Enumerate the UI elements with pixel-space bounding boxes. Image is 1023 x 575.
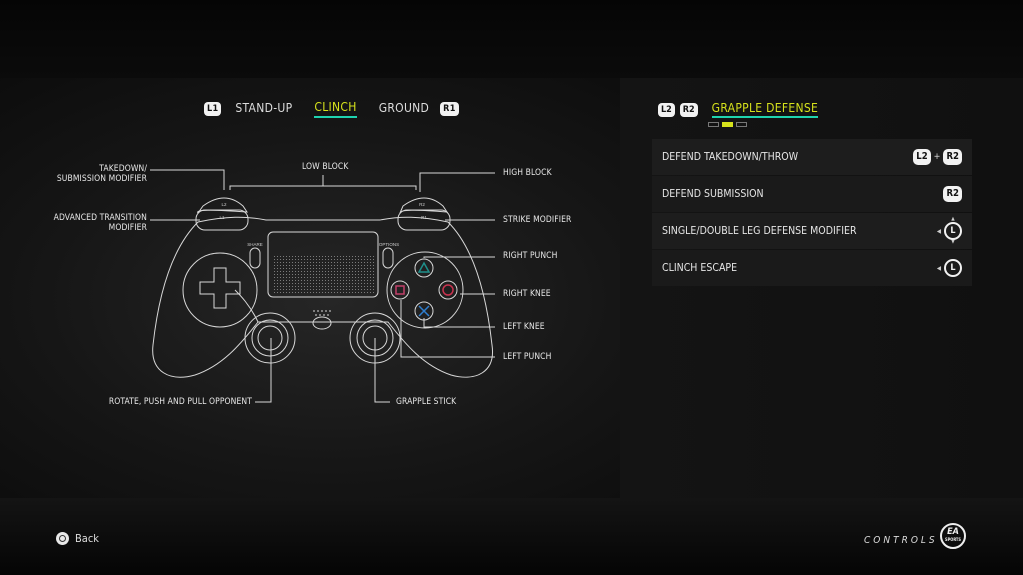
controller-body — [152, 197, 493, 378]
row-label: CLINCH ESCAPE — [662, 262, 738, 274]
l1-bumper — [195, 209, 249, 231]
list-item[interactable]: DEFEND TAKEDOWN/THROW L2 + R2 — [652, 139, 972, 175]
tab-ground[interactable]: GROUND — [378, 101, 430, 115]
back-button[interactable]: Back — [56, 532, 99, 545]
label-takedown: TAKEDOWN/ SUBMISSION MODIFIER — [56, 164, 147, 184]
label-low-block: LOW BLOCK — [302, 162, 349, 172]
r2-mark: R2 — [419, 202, 425, 207]
label-left-punch: LEFT PUNCH — [503, 352, 552, 362]
label-right-punch: RIGHT PUNCH — [503, 251, 558, 261]
cross-icon — [418, 305, 430, 317]
circle-button-icon — [56, 532, 69, 545]
l1-key-icon[interactable]: L1 — [204, 102, 222, 116]
l2-key-icon: L2 — [913, 149, 931, 165]
list-item[interactable]: DEFEND SUBMISSION R2 — [652, 176, 972, 212]
panel-header: L2 R2 GRAPPLE DEFENSE — [658, 101, 819, 118]
l2-key-icon[interactable]: L2 — [658, 102, 675, 117]
label-grapple-stick: GRAPPLE STICK — [396, 397, 457, 407]
face-ring — [386, 251, 464, 329]
page-indicator — [708, 122, 747, 127]
list-item[interactable]: CLINCH ESCAPE ◀ L — [652, 250, 972, 286]
dpad — [199, 267, 241, 309]
l1-mark: L1 — [219, 215, 225, 220]
r2-key-icon: R2 — [943, 149, 962, 165]
top-band — [0, 0, 1023, 78]
label-left-knee: LEFT KNEE — [503, 322, 545, 332]
r1-key-icon[interactable]: R1 — [440, 102, 459, 116]
share-mark: SHARE — [247, 242, 263, 247]
right-stick — [349, 312, 401, 364]
tab-stand-up[interactable]: STAND-UP — [235, 101, 293, 115]
label-advanced-transition: ADVANCED TRANSITION MODIFIER — [53, 213, 147, 233]
label-high-block: HIGH BLOCK — [503, 168, 552, 178]
options-mark: OPTIONS — [379, 242, 399, 247]
ps-button — [312, 316, 332, 330]
r1-bumper — [397, 209, 451, 231]
l2-mark: L2 — [221, 202, 227, 207]
panel-title: GRAPPLE DEFENSE — [711, 101, 819, 118]
l2-trigger — [197, 197, 248, 214]
left-stick-left-icon: ◀ L — [937, 259, 962, 277]
left-stick — [244, 312, 296, 364]
triangle-icon — [417, 261, 431, 273]
label-strike-modifier: STRIKE MODIFIER — [503, 215, 572, 225]
row-label: SINGLE/DOUBLE LEG DEFENSE MODIFIER — [662, 225, 857, 237]
plus-sign: + — [933, 152, 941, 162]
tab-clinch[interactable]: CLINCH — [314, 100, 357, 118]
row-label: DEFEND TAKEDOWN/THROW — [662, 151, 799, 163]
back-label: Back — [75, 532, 100, 545]
circle-icon — [442, 284, 454, 296]
label-rotate: ROTATE, PUSH AND PULL OPPONENT — [108, 397, 252, 407]
square-icon — [395, 285, 405, 295]
stick-glyph: L — [944, 222, 962, 240]
options-button — [382, 247, 394, 269]
row-label: DEFEND SUBMISSION — [662, 188, 764, 200]
page-dot — [736, 122, 747, 127]
label-right-knee: RIGHT KNEE — [503, 289, 551, 299]
control-list: DEFEND TAKEDOWN/THROW L2 + R2 DEFEND SUB… — [652, 139, 972, 287]
r2-key-icon[interactable]: R2 — [679, 102, 698, 117]
section-title: CONTROLS — [864, 535, 938, 546]
mode-tabs: L1 STAND-UP CLINCH GROUND R1 — [204, 100, 459, 118]
stick-glyph: L — [944, 259, 962, 277]
r2-key-icon: R2 — [943, 186, 962, 202]
touchpad — [267, 231, 379, 298]
bottom-band — [0, 498, 1023, 575]
r1-mark: R1 — [421, 215, 427, 220]
page-dot — [708, 122, 719, 127]
dpad-ring — [182, 252, 258, 328]
list-item[interactable]: SINGLE/DOUBLE LEG DEFENSE MODIFIER ◀ ▲L▼ — [652, 213, 972, 249]
share-button — [249, 247, 261, 269]
left-stick-left-up-down-icon: ◀ ▲L▼ — [937, 217, 962, 245]
page-dot-active — [722, 122, 733, 127]
